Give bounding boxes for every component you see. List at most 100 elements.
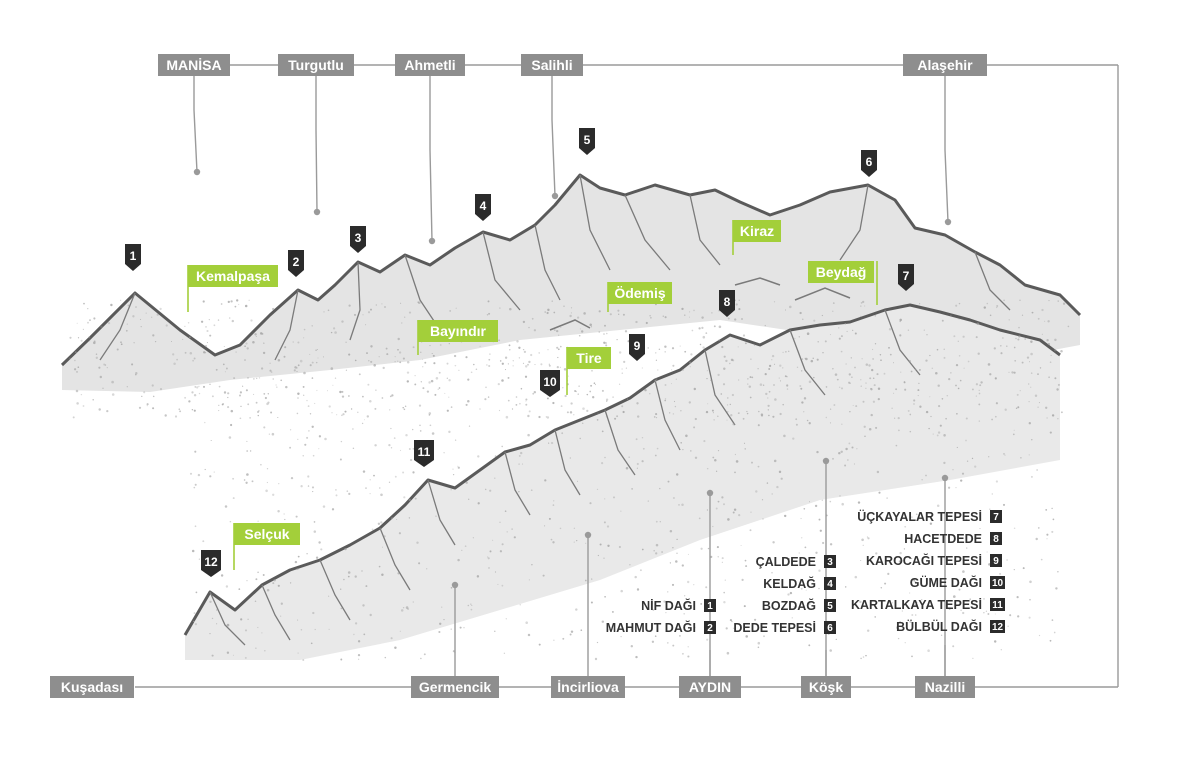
legend-group-1-item-2-badge <box>704 621 716 634</box>
town-kiraz-text: Kiraz <box>740 223 774 239</box>
peak-marker-2-pin <box>288 250 304 277</box>
bottom-label-kosk-box <box>801 676 851 698</box>
bottom-label-aydin: AYDIN <box>679 676 741 698</box>
top-label-alasehir: Alaşehir <box>903 54 987 76</box>
town-kemalpasa: Kemalpaşa <box>187 265 278 312</box>
bottom-label-kosk-text: Köşk <box>809 679 843 695</box>
top-label-salihli-connector <box>551 76 556 197</box>
legend-group-3-item-8-name: HACETDEDE <box>904 532 982 546</box>
legend-group-3-item-9-name: KAROCAĞI TEPESİ <box>866 553 982 568</box>
legend-group-2-item-3-name: ÇALDEDE <box>756 555 816 569</box>
peak-marker-10-number: 10 <box>543 375 557 389</box>
legend-group-3-item-9-badge <box>990 554 1002 567</box>
top-label-manisa-text: MANİSA <box>166 57 221 73</box>
bottom-label-nazilli-box <box>915 676 975 698</box>
bottom-label-germencik: Germencik <box>411 676 499 698</box>
peak-marker-4-number: 4 <box>480 199 487 213</box>
bottom-label-aydin-text: AYDIN <box>689 679 731 695</box>
town-kemalpasa-text: Kemalpaşa <box>196 268 270 284</box>
peak-marker-6: 6 <box>861 150 877 177</box>
bottom-label-nazilli-dot <box>941 474 949 482</box>
town-tire-box <box>567 347 611 369</box>
town-odemis: Ödemiş <box>607 282 672 312</box>
legend-group-2-item-4-number: 4 <box>827 579 833 590</box>
top-label-turgutlu: Turgutlu <box>278 54 354 76</box>
peak-marker-8: 8 <box>719 290 735 317</box>
top-label-manisa-dot <box>193 168 201 176</box>
town-odemis-box <box>608 282 672 304</box>
peak-marker-7-number: 7 <box>903 269 910 283</box>
legend-group-2-item-6-name: DEDE TEPESİ <box>733 620 816 635</box>
town-odemis-text: Ödemiş <box>614 285 666 301</box>
legend-group-1-item-2-number: 2 <box>707 623 713 634</box>
town-kemalpasa-box <box>188 265 278 287</box>
place-labels: MANİSA Turgutlu Ahmetli Salihli AlaşehirKuşa… <box>50 54 987 698</box>
bottom-label-germencik-text: Germencik <box>419 679 492 695</box>
top-label-turgutlu-dot <box>313 208 321 216</box>
town-selcuk-text: Selçuk <box>244 526 289 542</box>
top-label-salihli-box <box>521 54 583 76</box>
bottom-label-incirliova-dot <box>584 531 592 539</box>
northern-ridge-fill <box>62 175 1080 392</box>
bottom-label-nazilli-text: Nazilli <box>925 679 965 695</box>
town-bayindir-text: Bayındır <box>430 323 487 339</box>
peak-marker-1-pin <box>125 244 141 271</box>
peak-marker-9-number: 9 <box>634 339 641 353</box>
top-label-ahmetli-text: Ahmetli <box>404 57 455 73</box>
bottom-label-germencik-box <box>411 676 499 698</box>
legend-group-3-item-9-number: 9 <box>993 556 999 567</box>
peak-marker-3: 3 <box>350 226 366 253</box>
legend-group-3-item-11-badge <box>990 598 1005 611</box>
mountain-ridges <box>60 173 1082 660</box>
bottom-label-incirliova-box <box>551 676 625 698</box>
peak-marker-8-pin <box>719 290 735 317</box>
peak-marker-8-number: 8 <box>724 295 731 309</box>
legend-group-2-item-6-badge <box>824 621 836 634</box>
top-label-alasehir-text: Alaşehir <box>917 57 973 73</box>
legend-group-3-item-10-number: 10 <box>992 578 1004 589</box>
town-beydag-box <box>808 261 874 283</box>
top-label-ahmetli: Ahmetli <box>395 54 465 76</box>
bottom-label-germencik-dot <box>451 581 459 589</box>
peak-marker-2: 2 <box>288 250 304 277</box>
legend-group-2-item-3-badge <box>824 555 836 568</box>
peak-marker-1-number: 1 <box>130 249 137 263</box>
legend-group-3-item-7-name: ÜÇKAYALAR TEPESİ <box>857 509 982 524</box>
top-label-salihli-text: Salihli <box>531 57 572 73</box>
bottom-label-nazilli: Nazilli <box>915 676 975 698</box>
top-label-alasehir-connector <box>944 76 949 223</box>
peak-marker-3-number: 3 <box>355 231 362 245</box>
legend-group-3-item-12-badge <box>990 620 1005 633</box>
peak-marker-9-pin <box>629 334 645 361</box>
peak-marker-3-pin <box>350 226 366 253</box>
terrain-texture <box>69 299 1070 661</box>
top-label-turgutlu-box <box>278 54 354 76</box>
bottom-label-aydin-dot <box>706 489 714 497</box>
legend-group-3-item-11-number: 11 <box>992 600 1003 611</box>
legend-group-3-item-12-name: BÜLBÜL DAĞI <box>896 619 982 634</box>
town-tire: Tire <box>566 347 611 395</box>
peak-marker-5-pin <box>579 128 595 155</box>
bottom-label-kusadasi: Kuşadası <box>50 676 134 698</box>
peak-marker-5-number: 5 <box>584 133 591 147</box>
bottom-label-aydin-box <box>679 676 741 698</box>
town-beydag-text: Beydağ <box>816 264 867 280</box>
town-selcuk-box <box>234 523 300 545</box>
bottom-label-kosk-dot <box>822 457 830 465</box>
town-selcuk: Selçuk <box>233 523 300 570</box>
top-label-salihli: Salihli <box>521 54 583 76</box>
top-label-ahmetli-box <box>395 54 465 76</box>
top-label-turgutlu-text: Turgutlu <box>288 57 344 73</box>
top-label-ahmetli-dot <box>428 237 436 245</box>
